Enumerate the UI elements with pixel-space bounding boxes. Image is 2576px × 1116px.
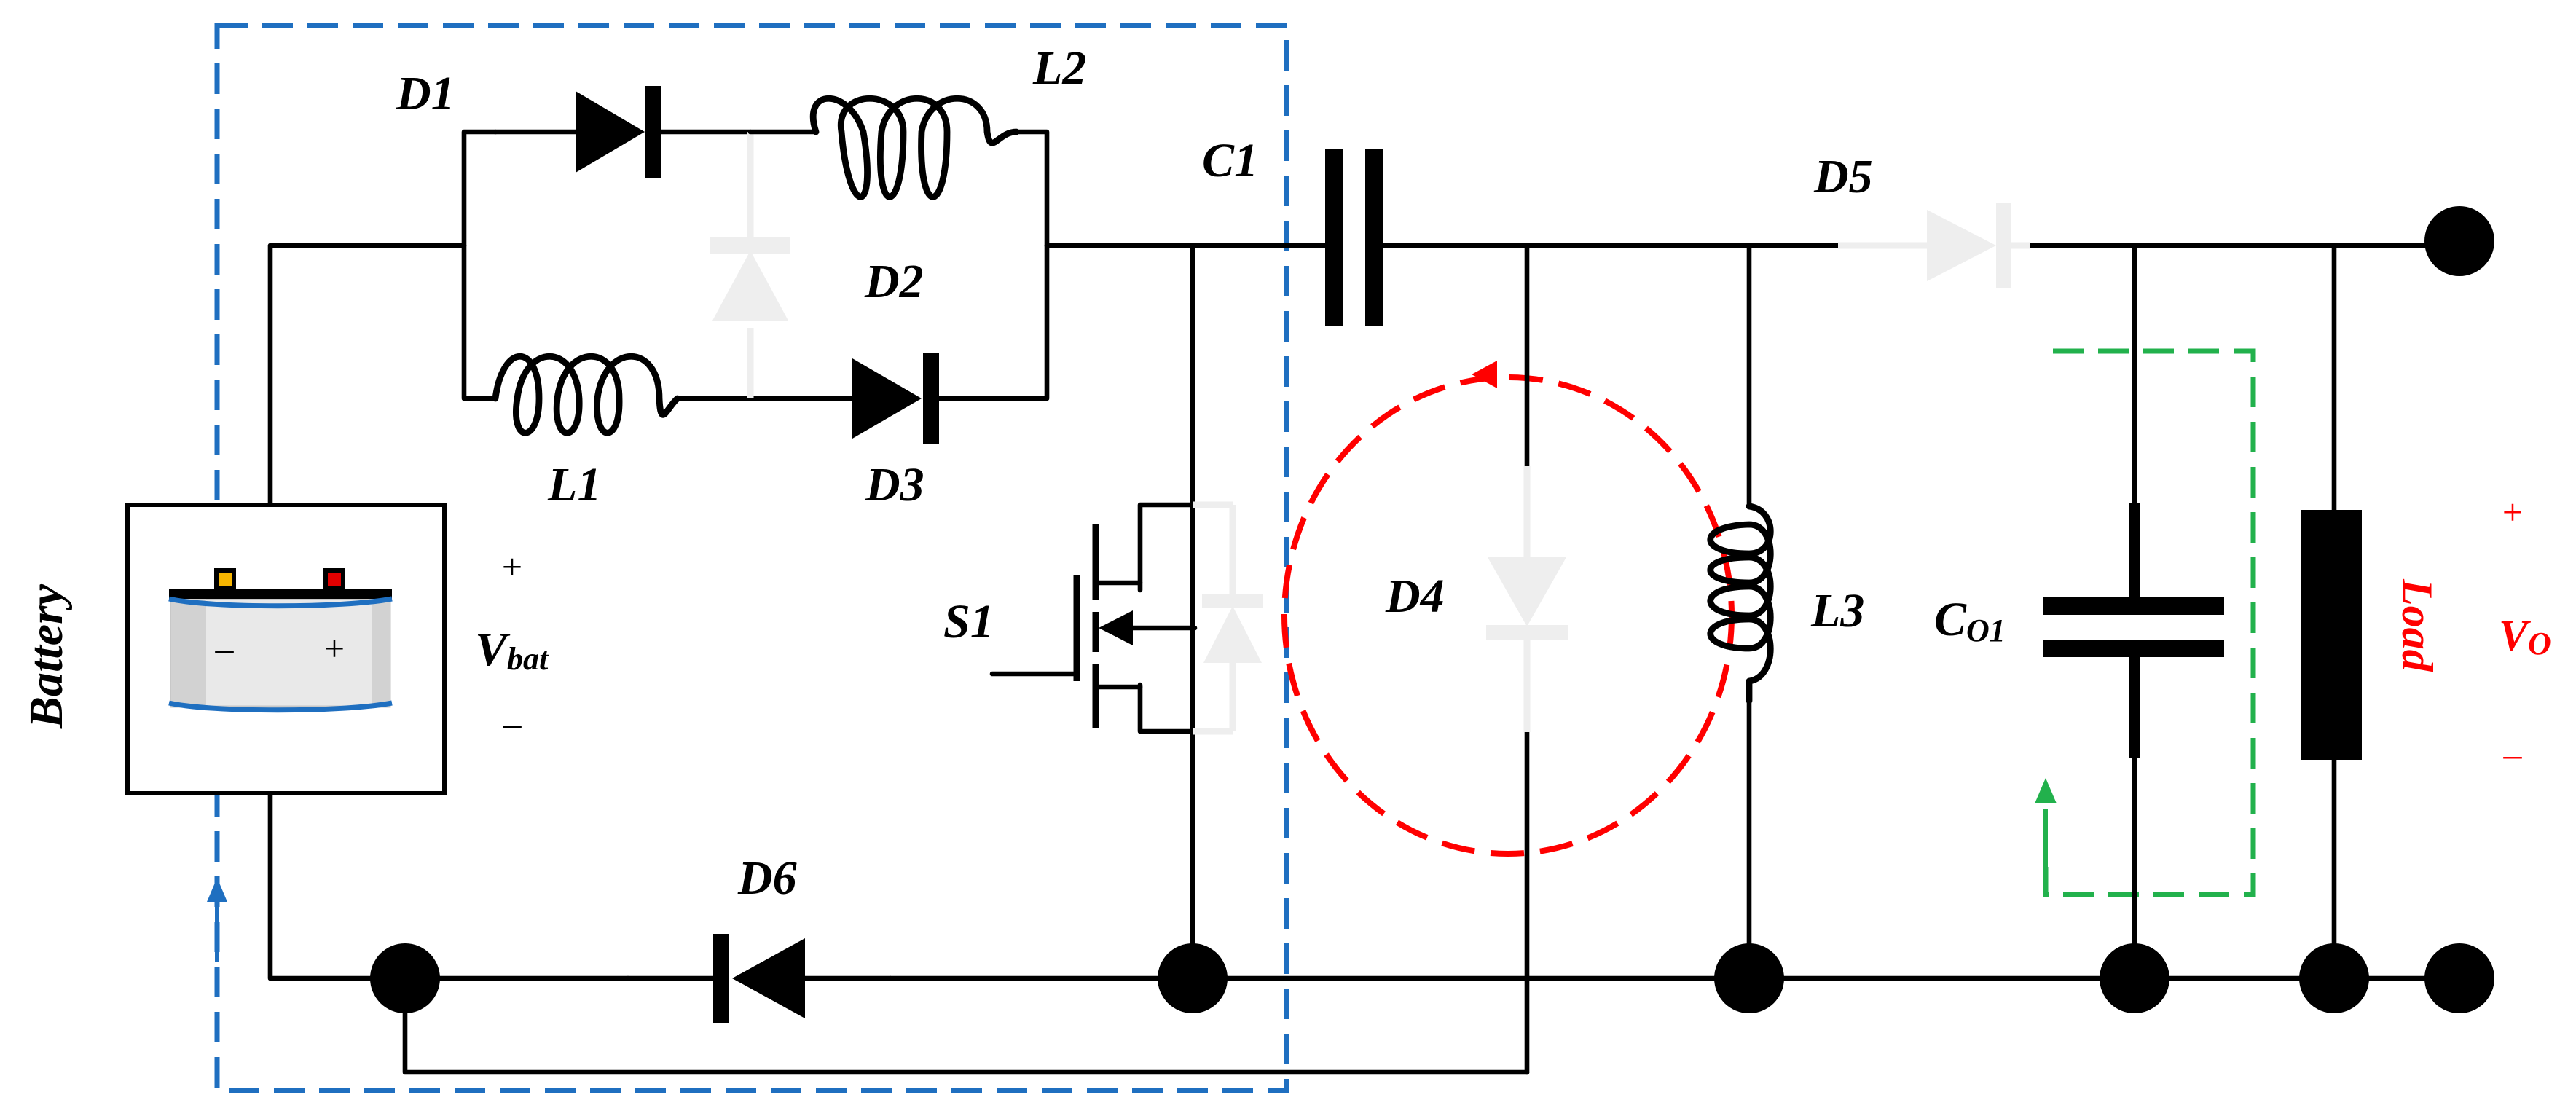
s1-mosfet [989, 501, 1263, 735]
d4-current-loop [1281, 361, 1735, 857]
c1-capacitor [1321, 149, 1488, 326]
cell-plus-label: + [324, 628, 345, 669]
node-dot [2299, 943, 2369, 1013]
cell-minus-label: – [215, 628, 235, 669]
d2-diode [710, 132, 790, 398]
battery-current-loop [207, 23, 1289, 1093]
load-resistor [2301, 510, 2362, 760]
vo-label-sub: O [2528, 626, 2551, 661]
vbat-minus: – [503, 703, 522, 744]
vbat-label: Vbat [475, 623, 549, 677]
d1-label: D1 [396, 67, 455, 120]
vbat-label-main: V [475, 623, 511, 676]
d2-label: D2 [864, 255, 924, 308]
wires [267, 129, 2462, 1075]
s1-label: S1 [943, 595, 994, 648]
co1-label-sub: O1 [1966, 613, 2006, 648]
l3-label: L3 [1810, 584, 1864, 637]
co1-capacitor [2043, 503, 2224, 758]
d5-diode [1838, 203, 2030, 288]
battery-terminal-positive [323, 568, 345, 591]
node-dot [370, 943, 440, 1013]
co1-label-main: C [1934, 593, 1967, 646]
node-dot [2100, 943, 2169, 1013]
battery-terminal-negative [214, 568, 236, 591]
node-dot [1714, 943, 1784, 1013]
d4-diode [1486, 466, 1568, 732]
d3-diode [777, 353, 986, 444]
l2-inductor [747, 95, 1020, 200]
node-dots [370, 206, 2494, 1013]
d1-diode [492, 86, 661, 178]
l1-inductor [492, 353, 681, 436]
vo-minus: – [2503, 734, 2523, 774]
battery: – + [125, 503, 447, 795]
battery-label: Battery [20, 583, 73, 729]
d3-label: D3 [865, 458, 924, 511]
output-terminal-positive [2424, 206, 2494, 276]
output-terminal-negative [2424, 943, 2494, 1013]
vo-plus: + [2502, 492, 2523, 533]
vbat-plus: + [502, 546, 522, 587]
node-dot [1158, 943, 1228, 1013]
d6-diode [625, 934, 893, 1023]
component-labels: D1 L2 D2 L1 D3 C1 D5 S1 D4 L3 D6 CO1 Bat… [20, 42, 2551, 905]
vo-label-main: V [2499, 611, 2532, 659]
load-label: Load [2393, 578, 2441, 672]
output-current-loop [2035, 344, 2256, 897]
d5-label: D5 [1813, 150, 1873, 203]
d4-label: D4 [1385, 570, 1445, 623]
vo-label: VO [2499, 611, 2551, 661]
l3-inductor [1707, 503, 1774, 704]
l2-label: L2 [1032, 42, 1086, 95]
co1-label: CO1 [1934, 593, 2006, 648]
d6-label: D6 [737, 852, 797, 905]
c1-label: C1 [1202, 134, 1258, 187]
vbat-label-sub: bat [507, 641, 549, 677]
l1-label: L1 [547, 458, 601, 511]
